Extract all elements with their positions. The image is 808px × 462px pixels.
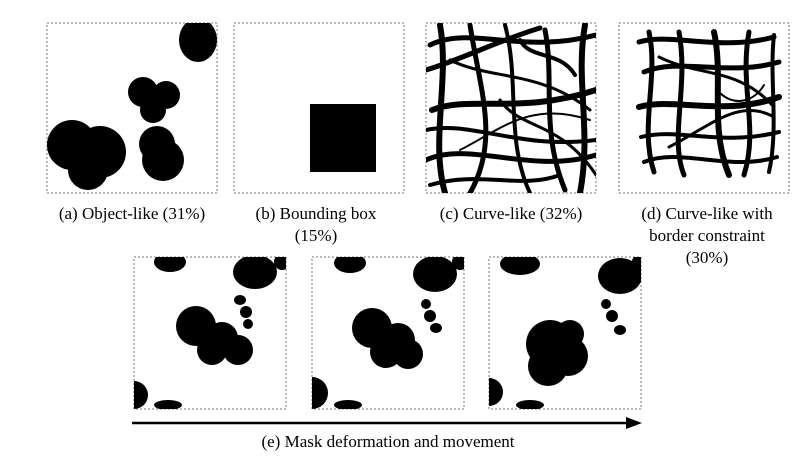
panel-a-object-like: (a) Object-like (31%) — [46, 22, 218, 223]
mask-blob — [556, 320, 584, 348]
mask-blob — [142, 139, 184, 181]
panel-c-caption: (c) Curve-like (32%) — [440, 204, 583, 223]
mask-blob — [370, 336, 402, 368]
panel-c-curves — [426, 23, 596, 193]
panel-d-caption-line1: (d) Curve-like with — [641, 204, 773, 223]
mask-blob — [154, 400, 182, 409]
mask-curve — [542, 27, 568, 193]
panel-e-frame-1-masks — [134, 257, 286, 409]
mask-blob — [516, 400, 544, 409]
mask-blob — [179, 23, 217, 62]
mask-blob — [413, 257, 457, 292]
mask-blob — [140, 97, 166, 123]
mask-blob — [223, 335, 253, 365]
panel-e-frame-2-masks — [312, 257, 464, 409]
mask-blob — [430, 323, 442, 333]
mask-blob — [176, 306, 216, 346]
panel-b-caption-line1: (b) Bounding box — [256, 204, 377, 223]
panel-b-bounding-box: (b) Bounding box (15%) — [233, 22, 405, 245]
mask-blob — [424, 310, 436, 322]
mask-blob — [421, 299, 431, 309]
mask-blob — [601, 299, 611, 309]
mask-curve — [498, 98, 596, 177]
mask-blob — [489, 378, 503, 406]
mask-curve — [639, 130, 781, 140]
panel-e-deformation: (e) Mask deformation and movement — [132, 256, 642, 451]
panel-e-frame-3-masks — [489, 257, 641, 409]
panel-d-curve-like-border: (d) Curve-like with border constraint (3… — [618, 22, 790, 267]
mask-blob — [500, 257, 540, 275]
mask-blob — [240, 306, 252, 318]
mask-blob — [334, 400, 362, 409]
panel-b-caption-line2: (15%) — [295, 226, 337, 245]
mask-curve — [426, 25, 543, 73]
bounding-box-mask — [310, 104, 376, 172]
panel-c-curve-like: (c) Curve-like (32%) — [425, 22, 597, 223]
mask-curve — [426, 151, 596, 164]
mask-blob — [154, 257, 186, 272]
panel-d-caption-line3: (30%) — [686, 248, 728, 267]
mask-blob — [274, 257, 286, 270]
mask-blob — [598, 258, 641, 294]
mask-blob — [233, 257, 277, 289]
mask-blob — [632, 257, 641, 270]
mask-curve — [428, 173, 562, 187]
mask-blob — [334, 257, 366, 273]
mask-curve — [641, 59, 782, 75]
mask-curve — [645, 29, 657, 175]
mask-curve — [667, 108, 776, 149]
mask-blob — [614, 325, 626, 335]
mask-curve — [577, 23, 588, 193]
mask-blob — [68, 150, 108, 190]
mask-curve — [436, 23, 448, 193]
mask-curve — [711, 29, 732, 178]
mask-blob — [452, 257, 464, 270]
mask-blob — [312, 377, 328, 409]
mask-blob — [134, 381, 148, 409]
mask-blob — [197, 335, 227, 365]
movement-arrow-head — [626, 417, 642, 429]
mask-curve — [518, 38, 577, 77]
mask-curve — [503, 23, 532, 193]
mask-curve — [741, 29, 753, 178]
mask-blob — [606, 310, 618, 322]
mask-curve — [718, 84, 765, 102]
panel-e-caption: (e) Mask deformation and movement — [261, 432, 514, 451]
mask-blob — [243, 319, 253, 329]
mask-curve — [675, 29, 687, 178]
panel-a-masks — [47, 23, 217, 190]
mask-blob — [528, 346, 568, 386]
mask-curve — [448, 58, 592, 112]
panel-d-curves — [636, 29, 782, 178]
panel-d-caption-line2: border constraint — [649, 226, 765, 245]
mask-curve — [657, 55, 776, 109]
mask-blob — [234, 295, 246, 305]
mask-curve — [467, 23, 489, 193]
mask-curve — [642, 155, 779, 164]
mask-curve — [459, 112, 591, 151]
panel-a-caption: (a) Object-like (31%) — [59, 204, 205, 223]
